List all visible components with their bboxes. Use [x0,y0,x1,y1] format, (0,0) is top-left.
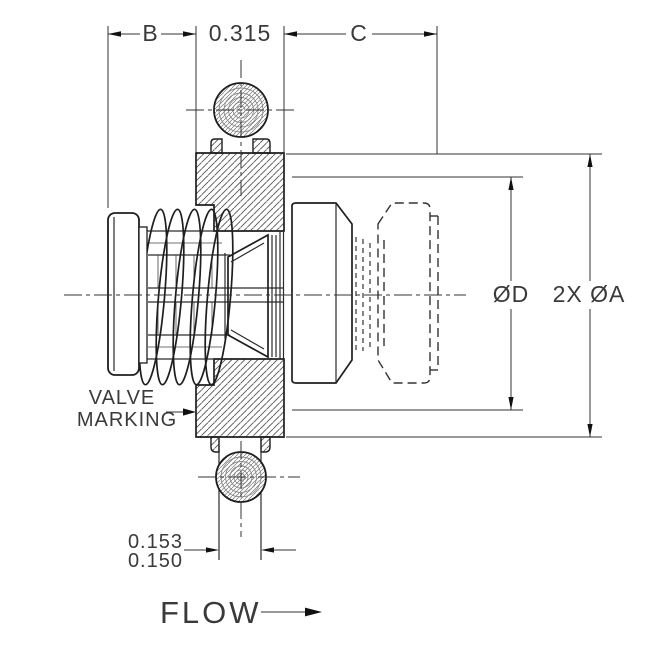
dimension-a: 2X ØA [286,153,626,438]
centerlines [64,60,466,537]
arrow-left-icon [284,31,297,37]
poppet-cone [224,233,269,359]
inlet-cap [107,212,148,376]
outlet-cap [291,202,353,384]
arrow-right-icon [206,547,219,553]
valve-marking-line2: MARKING [77,409,177,431]
dimension-slot: 0.153 0.150 [128,531,296,572]
dim-d-label: ØD [493,281,530,307]
dim-slot-max-label: 0.153 [128,531,183,553]
arrow-left-icon [261,547,274,553]
flow-arrow-icon [305,607,322,617]
dim-c-label: C [350,20,368,46]
leader-arrow-icon [183,408,196,416]
valve-marking-line1: VALVE [89,387,156,409]
arrow-up-icon [587,154,593,167]
arrow-down-icon [508,397,514,410]
arrow-up-icon [508,177,514,190]
dim-b-label: B [142,20,158,46]
dimension-b: B [107,20,197,208]
dimension-d: ØD [292,176,530,411]
valve-body-flange [195,138,285,560]
arrow-left-icon [108,31,121,37]
arrow-down-icon [587,424,593,437]
dimension-flange-width: 0.315 [209,20,272,46]
flow-indicator: FLOW [160,595,322,630]
spring [138,208,234,386]
dim-slot-min-label: 0.150 [128,550,183,572]
flow-label: FLOW [160,595,262,630]
arrow-right-icon [424,31,437,37]
phantom-cap [377,202,439,384]
arrow-right-icon [183,31,196,37]
dimension-c: C [283,20,438,154]
dim-flange-width-label: 0.315 [209,20,272,46]
dim-a-label: 2X ØA [553,281,626,307]
valve-marking-callout: VALVE MARKING [77,387,196,431]
